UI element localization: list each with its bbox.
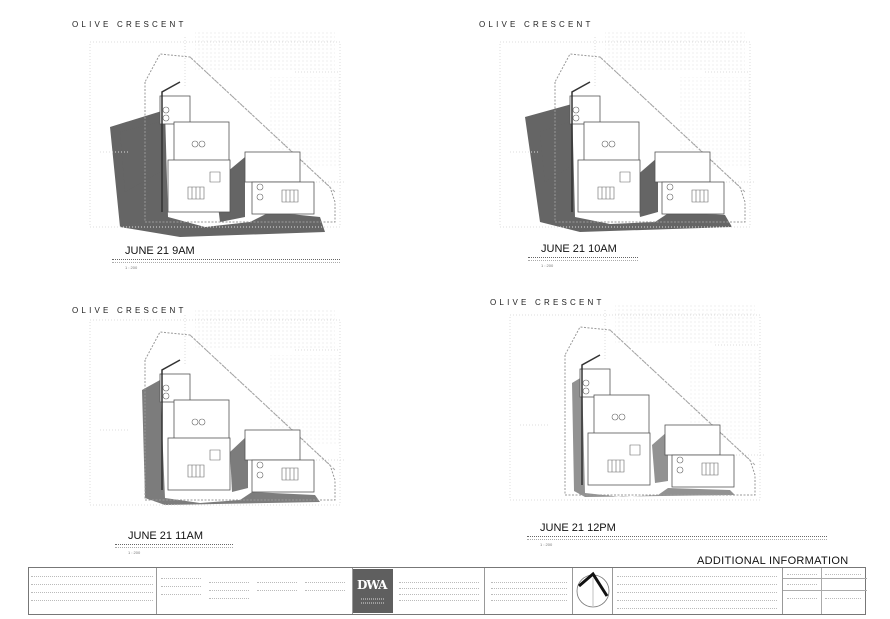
revision-table bbox=[29, 568, 157, 614]
shadow-diagram-12pm bbox=[490, 305, 770, 515]
shadow-diagram-10am bbox=[480, 32, 760, 242]
sheet-heading: ADDITIONAL INFORMATION bbox=[697, 555, 849, 567]
caption-underline bbox=[112, 259, 340, 260]
caption-underline bbox=[527, 539, 827, 540]
diagram-caption: JUNE 21 11AM bbox=[128, 530, 203, 542]
street-label: OLIVE CRESCENT bbox=[72, 20, 187, 29]
project-info bbox=[613, 568, 783, 614]
caption-underline bbox=[528, 260, 638, 261]
caption-underline bbox=[528, 257, 638, 258]
caption-underline bbox=[115, 544, 233, 545]
shadow-diagram-9am bbox=[70, 32, 350, 242]
north-arrow-cell bbox=[573, 568, 613, 614]
street-label: OLIVE CRESCENT bbox=[72, 306, 187, 315]
street-label: OLIVE CRESCENT bbox=[490, 298, 605, 307]
diagram-caption: JUNE 21 9AM bbox=[125, 245, 195, 257]
dwa-logo-icon: DWA bbox=[353, 569, 393, 613]
street-label: OLIVE CRESCENT bbox=[479, 20, 594, 29]
client-details bbox=[485, 568, 573, 614]
shadow-area bbox=[572, 377, 735, 497]
scale-label: 1 : 200 bbox=[125, 265, 138, 270]
shadow-diagram-11am bbox=[70, 310, 350, 520]
caption-underline bbox=[115, 547, 233, 548]
firm-details bbox=[393, 568, 485, 614]
diagram-caption: JUNE 21 10AM bbox=[541, 243, 617, 255]
svg-text:DWA: DWA bbox=[357, 578, 388, 592]
north-arrow-icon bbox=[576, 571, 610, 608]
consultants-list bbox=[157, 568, 353, 614]
sheet-number-grid bbox=[783, 568, 867, 614]
title-block: DWA bbox=[28, 567, 867, 615]
diagram-caption: JUNE 21 12PM bbox=[540, 522, 616, 534]
caption-underline bbox=[527, 536, 827, 537]
scale-label: 1 : 200 bbox=[128, 550, 141, 555]
caption-underline bbox=[112, 262, 340, 263]
scale-label: 1 : 200 bbox=[541, 263, 554, 268]
scale-label: 1 : 200 bbox=[540, 542, 553, 547]
